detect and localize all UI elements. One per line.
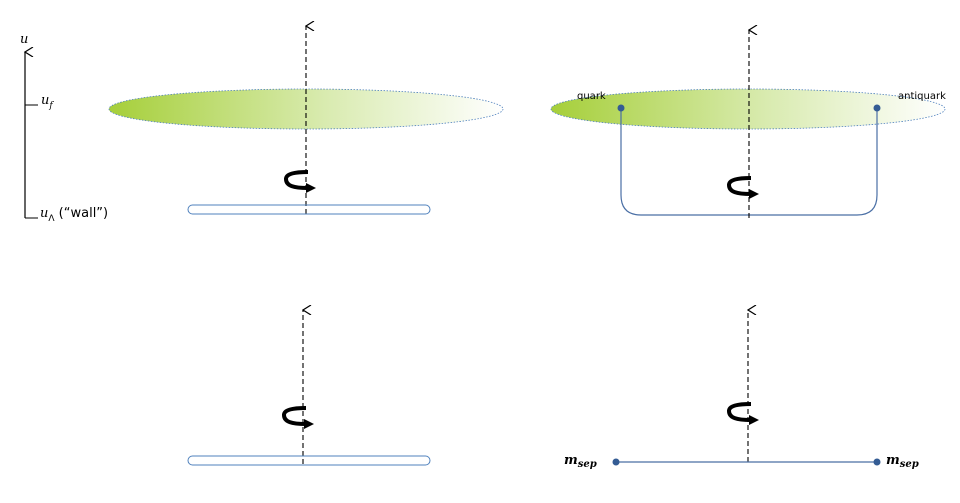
- antiquark-dot: [873, 104, 881, 112]
- panel-bottom-left: [187, 310, 431, 466]
- wall-loop: [187, 455, 431, 466]
- panel-bottom-right: [612, 310, 881, 466]
- panel-top-right: [550, 30, 946, 218]
- antiquark-label: antiquark: [898, 91, 946, 102]
- rotation-arrow-icon: [727, 402, 761, 427]
- panel-top-left: [108, 26, 504, 215]
- right-mass-dot: [873, 458, 881, 466]
- rotation-arrow-icon: [282, 406, 316, 431]
- rotation-arrow-icon: [284, 170, 318, 195]
- left-mass-dot: [612, 458, 620, 466]
- u-axis-label: u: [20, 32, 28, 47]
- ulambda-label: uΛ (“wall”): [40, 206, 108, 224]
- rotation-arrow-icon: [727, 176, 761, 201]
- m-sep-left-label: msep: [564, 453, 597, 470]
- quark-dot: [617, 104, 625, 112]
- flavor-disk: [550, 88, 946, 130]
- m-sep-right-label: msep: [886, 453, 919, 470]
- quark-label: quark: [577, 91, 606, 102]
- u-axis: [25, 52, 38, 219]
- wall-loop: [187, 204, 431, 215]
- uf-label: uf: [41, 93, 54, 111]
